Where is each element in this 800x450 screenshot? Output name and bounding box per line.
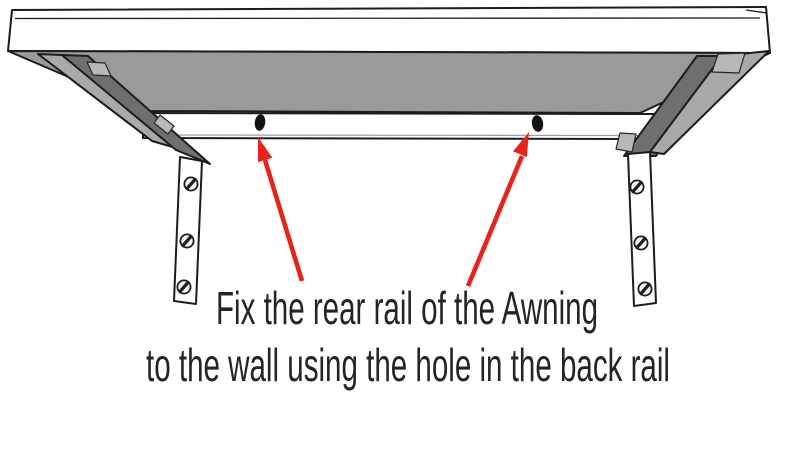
pointer-arrow-left	[258, 137, 305, 282]
arm-right-inner-face	[623, 55, 723, 157]
arm-right-outer-face	[649, 50, 770, 155]
instruction-text-line-1: Fix the rear rail of the Awning	[216, 282, 598, 334]
arrow-head-icon	[258, 137, 273, 163]
mounting-hole-left	[254, 114, 266, 131]
wall-bracket-right	[627, 151, 657, 307]
bracket-arm-left	[37, 53, 211, 165]
arm-right-hinge-notch-lower	[615, 132, 637, 153]
wall-bracket-left	[173, 156, 203, 305]
board-corner-edge-line	[745, 9, 768, 14]
back-rail-shadow-line	[149, 134, 656, 137]
wall-strip-left	[173, 156, 203, 305]
awning-top-board	[7, 6, 771, 54]
screw-slot-icon	[635, 236, 647, 250]
arm-left-inner-face	[61, 54, 211, 165]
arm-right-hinge-notch-upper	[711, 52, 746, 74]
board-top-edge-line	[14, 17, 761, 20]
bracket-arm-right	[615, 50, 770, 157]
screw-slot-icon	[639, 282, 651, 296]
instruction-text-line-2: to the wall using the hole in the back r…	[146, 339, 670, 391]
arm-left-hinge-notch-upper	[86, 61, 112, 77]
screw-slot-icon	[178, 280, 190, 294]
arrow-shaft	[262, 159, 305, 282]
screw-slot-icon	[631, 180, 643, 194]
pointer-arrow-right	[465, 132, 529, 287]
arm-left-hinge-notch-lower	[153, 114, 175, 135]
screw-slot-icon	[181, 234, 193, 248]
arrow-shaft	[465, 155, 525, 287]
arrow-head-icon	[513, 132, 529, 158]
mounting-hole-right	[531, 115, 544, 132]
screw-slot-icon	[185, 177, 197, 191]
